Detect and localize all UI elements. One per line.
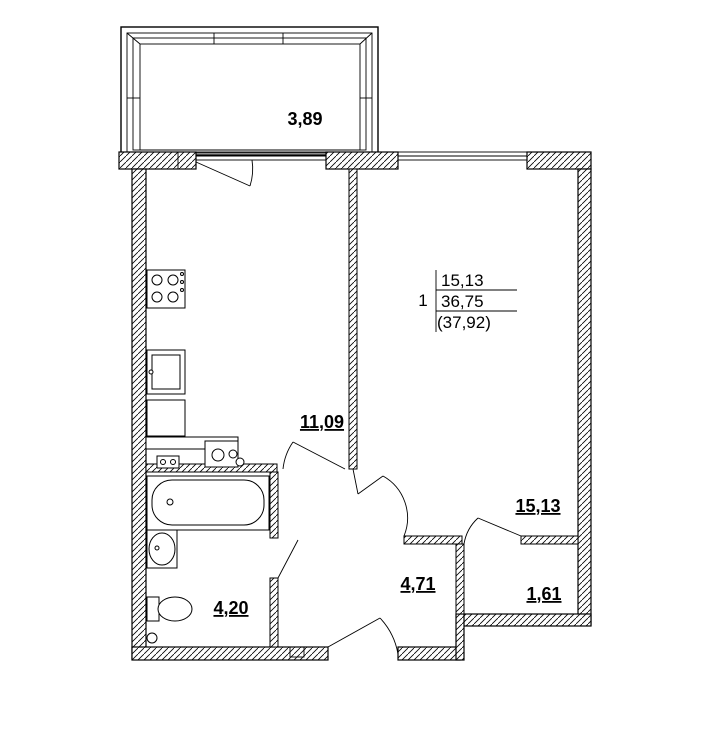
bathroom-fixtures	[146, 475, 270, 644]
bathroom-area-label: 4,20	[213, 598, 248, 618]
rooms-count: 1	[418, 291, 427, 310]
room-area-label: 15,13	[515, 496, 560, 516]
total-area-value: 36,75	[441, 292, 484, 311]
counter-icon	[146, 399, 186, 437]
partition-walls	[145, 168, 579, 648]
wardrobe-area-label: 1,61	[526, 584, 561, 604]
area-summary: 1 15,13 36,75 (37,92)	[418, 270, 517, 332]
kitchen-living-area-label: 11,09	[300, 412, 344, 432]
living-area-value: 15,13	[441, 271, 484, 290]
entrance-step	[289, 646, 305, 658]
kitchen-fixtures	[145, 269, 245, 469]
outer-walls	[118, 151, 592, 661]
doors	[195, 159, 522, 655]
toilet-icon	[146, 596, 160, 622]
windows	[177, 151, 528, 170]
balcony	[120, 26, 379, 156]
hall-area-label: 4,71	[400, 574, 435, 594]
total-with-balcony-value: (37,92)	[437, 313, 491, 332]
stove-icon	[146, 269, 186, 309]
balcony-area-label: 3,89	[287, 109, 322, 129]
